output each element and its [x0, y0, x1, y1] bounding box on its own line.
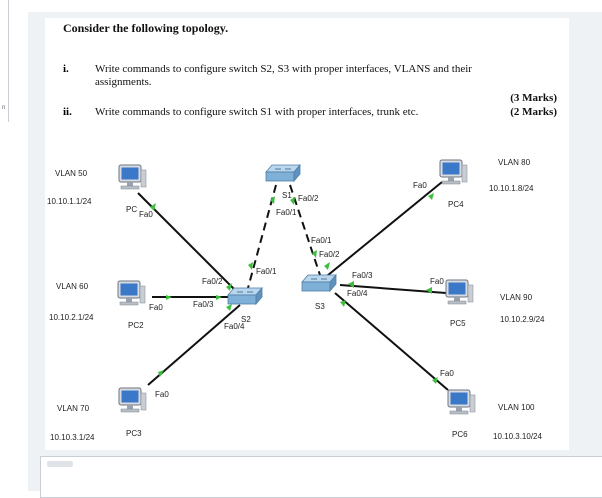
ip-label-pc2: 10.10.2.1/24 [49, 313, 94, 322]
question-title: Consider the following topology. [63, 21, 229, 35]
led [340, 300, 346, 307]
s2-port-fa0-4: Fa0/4 [224, 322, 245, 331]
led [158, 370, 164, 377]
s3-port-fa0-1: Fa0/1 [311, 236, 332, 245]
port-leds [150, 193, 438, 384]
vlan-label-pc: VLAN 50 [55, 169, 88, 178]
ip-label-pc5: 10.10.2.9/24 [500, 315, 545, 324]
pc6-icon [447, 389, 476, 415]
link-s1-s3-trunk [289, 184, 321, 276]
vlan-label-pc5: VLAN 90 [500, 293, 533, 302]
reply-editor-box[interactable] [40, 456, 602, 498]
led [432, 377, 438, 384]
s2-port-fa0-3: Fa0/3 [193, 300, 214, 309]
s3-port-fa0-4: Fa0/4 [347, 289, 368, 298]
led [348, 281, 354, 288]
led [226, 304, 232, 311]
pc6-port: Fa0 [440, 369, 454, 378]
left-sidebar-strip: n [0, 0, 9, 122]
vlan-label-pc2: VLAN 60 [56, 282, 89, 291]
pc-port: Fa0 [139, 210, 153, 219]
led [426, 287, 432, 294]
led [150, 203, 156, 211]
pc4-icon [439, 159, 468, 185]
pc3-icon [118, 387, 147, 413]
s1-port-fa0-1: Fa0/1 [276, 208, 297, 217]
led [290, 197, 295, 205]
s3-name: S3 [315, 302, 325, 311]
s2-port-fa0-1: Fa0/1 [256, 267, 277, 276]
link-s3-pc6 [334, 292, 449, 391]
link-s3-pc5 [339, 284, 447, 294]
link-s3-pc4 [321, 181, 443, 281]
vlan-label-pc4: VLAN 80 [498, 158, 531, 167]
link-pc3-s2 [147, 304, 241, 386]
s1-name: S1 [282, 191, 292, 200]
switch-s2-icon [227, 287, 263, 305]
pc5-name: PC5 [450, 319, 466, 328]
links [137, 181, 449, 391]
led [270, 196, 275, 204]
link-s1-s2-trunk [247, 184, 277, 289]
s2-port-fa0-2: Fa0/2 [202, 277, 223, 286]
led [216, 295, 222, 300]
led [324, 262, 330, 270]
led [312, 250, 317, 258]
pc4-port: Fa0 [413, 181, 427, 190]
pc4-name: PC4 [448, 200, 464, 209]
vlan-label-pc6: VLAN 100 [498, 403, 535, 412]
pc5-icon [445, 279, 474, 305]
led [226, 283, 232, 291]
pc2-port: Fa0 [149, 303, 163, 312]
s3-port-fa0-2: Fa0/2 [319, 250, 340, 259]
switch-s1-icon [265, 164, 301, 182]
pc-name: PC [126, 205, 137, 214]
pc3-port: Fa0 [155, 390, 169, 399]
item-text-2: Write commands to configure switch S1 wi… [95, 106, 419, 118]
s2-name: S2 [241, 315, 251, 324]
led [428, 193, 434, 200]
pc6-name: PC6 [452, 430, 468, 439]
led [166, 295, 172, 300]
pc2-icon [117, 280, 146, 306]
pc2-name: PC2 [128, 321, 144, 330]
marks-1: (3 Marks) [510, 92, 557, 104]
item-number-2: ii. [63, 106, 72, 118]
s3-port-fa0-3: Fa0/3 [352, 271, 373, 280]
pc3-name: PC3 [126, 429, 142, 438]
marks-2: (2 Marks) [510, 106, 557, 118]
editor-toolbar-button[interactable] [47, 461, 73, 467]
item-number-1: i. [63, 63, 69, 75]
question-document [45, 18, 569, 450]
item-text-1a: Write commands to configure switch S2, S… [95, 63, 472, 75]
pc5-port: Fa0 [430, 277, 444, 286]
s1-port-fa0-2: Fa0/2 [298, 194, 319, 203]
ip-label-pc: 10.10.1.1/24 [47, 197, 92, 206]
ip-label-pc6: 10.10.3.10/24 [493, 432, 542, 441]
ip-label-pc4: 10.10.1.8/24 [489, 184, 534, 193]
led [248, 262, 253, 270]
switch-s3-icon [301, 274, 337, 292]
vlan-label-pc3: VLAN 70 [57, 404, 90, 413]
ip-label-pc3: 10.10.3.1/24 [50, 433, 95, 442]
sidebar-marker: n [2, 105, 6, 111]
pc-icon [118, 164, 147, 190]
item-text-1b: assignments. [95, 76, 152, 88]
link-pc-s2 [137, 192, 241, 296]
